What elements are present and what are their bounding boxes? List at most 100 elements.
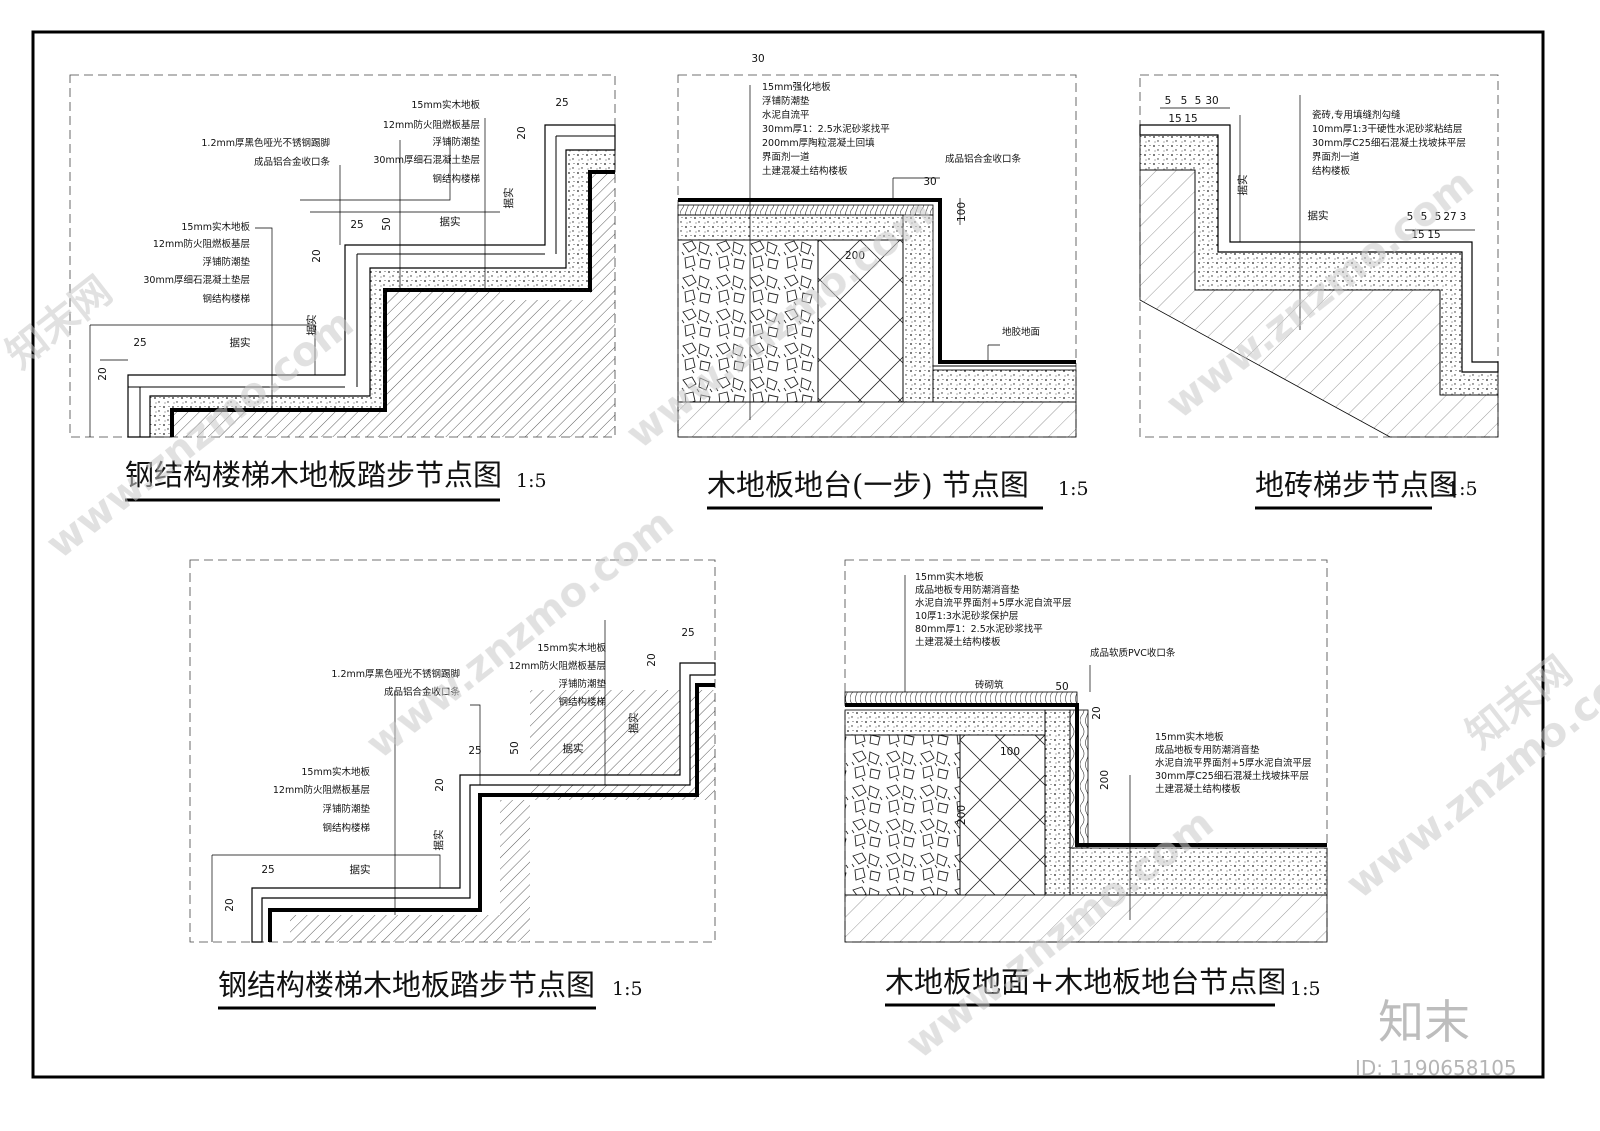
- scale-panel-5: 1:5: [1290, 978, 1321, 1000]
- p5-dim-1: 20: [1091, 706, 1103, 719]
- p2-dim-2: 100: [956, 202, 968, 222]
- panel-steel-stair-1: [69, 74, 616, 438]
- p5-labels-top-0: 15mm实木地板: [915, 571, 984, 583]
- annotation-labels: 15mm实木地板12mm防火阻燃板基层1.2mm厚黑色哑光不锈钢踢脚浮铺防潮垫成…: [143, 81, 1465, 834]
- panel-steel-stair-2: [189, 559, 716, 943]
- p2-labels-top-1: 浮铺防潮垫: [762, 95, 810, 107]
- p2-labels-top-3: 30mm厚1：2.5水泥砂浆找平: [762, 123, 890, 135]
- p5-labels-top-4: 80mm厚1：2.5水泥砂浆找平: [915, 623, 1043, 635]
- scale-panel-3: 1:5: [1447, 478, 1478, 500]
- p1-dim-2: 据实: [502, 188, 515, 209]
- scale-panel-1: 1:5: [516, 470, 547, 492]
- watermark-id: ID: 1190658105: [1355, 1056, 1517, 1080]
- p4-labels-top-5: 钢结构楼梯: [558, 696, 606, 708]
- p1-labels-top-2: 1.2mm厚黑色哑光不锈钢踢脚: [201, 137, 330, 149]
- p5-labels-right-1: 成品地板专用防潮消音垫: [1155, 744, 1260, 756]
- title-panel-5: 木地板地面+木地板地台节点图: [885, 965, 1286, 999]
- p3-labels-top-3: 界面剂一道: [1312, 151, 1360, 163]
- p4-dim-8: 25: [261, 864, 274, 876]
- p1-dim-8: 25: [133, 337, 146, 349]
- p3-dim-5: 15: [1184, 113, 1197, 125]
- watermark-7: 知末网: [0, 268, 121, 378]
- p3-dim-8: 5: [1407, 211, 1414, 223]
- p4-dim-10: 20: [224, 898, 236, 911]
- panel-titles: 钢结构楼梯木地板踏步节点图 1:5 木地板地台(一步) 节点图 1:5 地砖梯步…: [125, 458, 1478, 1010]
- p3-labels-top-0: 瓷砖,专用填缝剂勾缝: [1312, 109, 1401, 121]
- p5-dim-2: 100: [1000, 746, 1020, 758]
- p2-labels-top-5: 界面剂一道: [762, 151, 810, 163]
- p1-dim-10: 20: [97, 367, 109, 380]
- p1-dim-7: 据实: [305, 315, 318, 336]
- steel-stair-body: [172, 172, 615, 437]
- panel-tile-step: [1139, 74, 1499, 438]
- p4-dim-9: 据实: [350, 863, 371, 876]
- p4-labels-left-0: 15mm实木地板: [301, 766, 370, 778]
- p5-labels-right-4: 土建混凝土结构楼板: [1155, 783, 1241, 795]
- p2-labels-top-0: 15mm强化地板: [762, 81, 831, 93]
- p2-labels-right-0: 成品铝合金收口条: [945, 153, 1022, 165]
- panel-wood-platform: [677, 74, 1077, 438]
- p4-labels-top-3: 浮铺防潮垫: [558, 678, 606, 690]
- p2-labels-top-2: 水泥自流平: [762, 109, 810, 121]
- p2-dim-1: 30: [923, 176, 936, 188]
- p1-labels-top-3: 浮铺防潮垫: [432, 136, 480, 148]
- watermark-logo: 知末: [1378, 995, 1470, 1049]
- p3-dim-10: 5: [1435, 211, 1442, 223]
- panel-wood-floor-and-platform: [844, 559, 1328, 943]
- p4-labels-top-4: 成品铝合金收口条: [384, 686, 461, 698]
- p3-dim-6: 据实: [1236, 175, 1249, 196]
- p5-labels-misc-0: 成品软质PVC收口条: [1090, 647, 1176, 659]
- p1-labels-left-0: 15mm实木地板: [181, 221, 250, 233]
- p5-dim-0: 50: [1055, 681, 1068, 693]
- p4-labels-left-1: 12mm防火阻燃板基层: [273, 784, 370, 796]
- p2-labels-top-6: 土建混凝土结构楼板: [762, 165, 848, 177]
- p5-labels-top-5: 土建混凝土结构楼板: [915, 636, 1001, 648]
- p3-labels-top-4: 结构楼板: [1312, 165, 1351, 177]
- p3-dim-11: 27: [1443, 211, 1456, 223]
- p3-dim-3: 30: [1205, 95, 1218, 107]
- p5-labels-right-3: 30mm厚C25细石混凝土找坡抹平层: [1155, 770, 1309, 782]
- title-panel-2: 木地板地台(一步) 节点图: [707, 468, 1029, 502]
- p4-dim-6: 20: [434, 778, 446, 791]
- scale-panel-2: 1:5: [1058, 478, 1089, 500]
- title-panel-3: 地砖梯步节点图: [1255, 468, 1458, 502]
- p4-labels-top-2: 1.2mm厚黑色哑光不锈钢踢脚: [331, 668, 460, 680]
- p5-labels-right-2: 水泥自流平界面剂+5厚水泥自流平层: [1155, 757, 1312, 769]
- p4-dim-2: 据实: [627, 713, 640, 734]
- title-panel-1: 钢结构楼梯木地板踏步节点图: [125, 458, 502, 492]
- p3-dim-0: 5: [1165, 95, 1172, 107]
- p4-dim-0: 25: [681, 627, 694, 639]
- p5-dim-3: 200: [1099, 770, 1111, 790]
- p2-dim-3: 200: [845, 250, 865, 262]
- p1-dim-4: 50: [381, 217, 393, 230]
- p1-dim-6: 20: [311, 249, 323, 262]
- p1-labels-top-0: 15mm实木地板: [411, 99, 480, 111]
- p2-labels-right-1: 地胶地面: [1002, 326, 1040, 338]
- p1-labels-top-5: 30mm厚细石混凝土垫层: [373, 154, 480, 166]
- p3-dim-2: 5: [1195, 95, 1202, 107]
- p5-dim-4: 200: [956, 805, 968, 825]
- p4-labels-left-2: 浮铺防潮垫: [322, 803, 370, 815]
- p1-dim-1: 20: [516, 126, 528, 139]
- p5-labels-top-2: 水泥自流平界面剂+5厚水泥自流平层: [915, 597, 1072, 609]
- p1-labels-top-4: 成品铝合金收口条: [254, 156, 331, 168]
- p3-dim-4: 15: [1168, 113, 1181, 125]
- p3-dim-12: 3: [1460, 211, 1467, 223]
- title-panel-4: 钢结构楼梯木地板踏步节点图: [218, 968, 595, 1002]
- outer-border: [31, 30, 1545, 1079]
- p4-labels-top-1: 12mm防火阻燃板基层: [509, 660, 606, 672]
- p3-dim-9: 5: [1421, 211, 1428, 223]
- p3-dim-14: 15: [1427, 229, 1440, 241]
- p1-labels-top-6: 钢结构楼梯: [432, 173, 480, 185]
- p3-dim-7: 据实: [1308, 209, 1329, 222]
- p1-dim-3: 25: [350, 219, 363, 231]
- p4-dim-1: 20: [646, 653, 658, 666]
- p1-labels-top-1: 12mm防火阻燃板基层: [383, 119, 480, 131]
- p4-dim-4: 50: [509, 741, 521, 754]
- p2-dim-0: 30: [751, 53, 764, 65]
- p4-dim-5: 据实: [563, 742, 584, 755]
- p3-labels-top-2: 30mm厚C25细石混凝土找坡抹平层: [1312, 137, 1466, 149]
- p5-labels-right-0: 15mm实木地板: [1155, 731, 1224, 743]
